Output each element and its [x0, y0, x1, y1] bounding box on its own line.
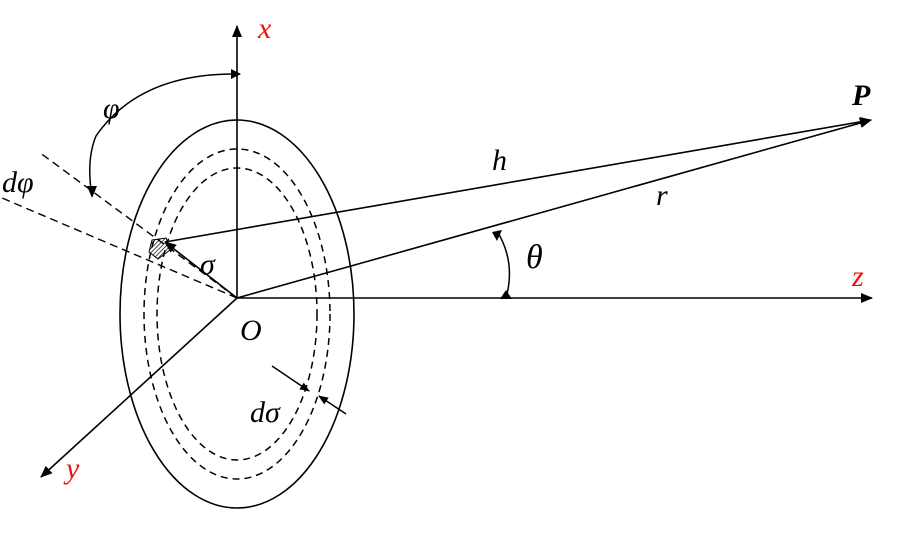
x-axis-label: x: [257, 12, 272, 45]
d-sigma-label: dσ: [250, 396, 281, 429]
origin-label: O: [240, 314, 262, 347]
phi-dashed-line-lower: [1, 197, 238, 299]
sigma-vector: [164, 241, 238, 299]
point-p-label: P: [851, 79, 871, 112]
phi-dashed-line-upper: [38, 151, 238, 299]
y-axis: [40, 297, 238, 478]
y-axis-label: y: [63, 452, 80, 485]
phi-arc-arrowhead-start: [87, 186, 97, 198]
dashed-ring-outer: [143, 148, 331, 480]
d-sigma-arrow-outer: [318, 395, 347, 415]
phi-label: φ: [103, 92, 120, 125]
theta-arc-arrowhead-bottom: [500, 290, 512, 299]
phi-arc: [89, 73, 241, 197]
sigma-label: σ: [200, 248, 216, 281]
theta-arc: [496, 230, 511, 299]
d-phi-label: dφ: [2, 166, 34, 199]
r-line: [236, 118, 872, 299]
theta-label: θ: [526, 239, 543, 276]
phi-arc-arrowhead-end: [231, 69, 241, 79]
h-line: [164, 116, 872, 243]
z-axis-label: z: [851, 260, 864, 293]
r-label: r: [656, 179, 668, 212]
d-sigma-arrow-inner: [271, 365, 310, 392]
theta-arc-arrowhead-top: [492, 230, 502, 241]
h-label: h: [492, 144, 507, 177]
